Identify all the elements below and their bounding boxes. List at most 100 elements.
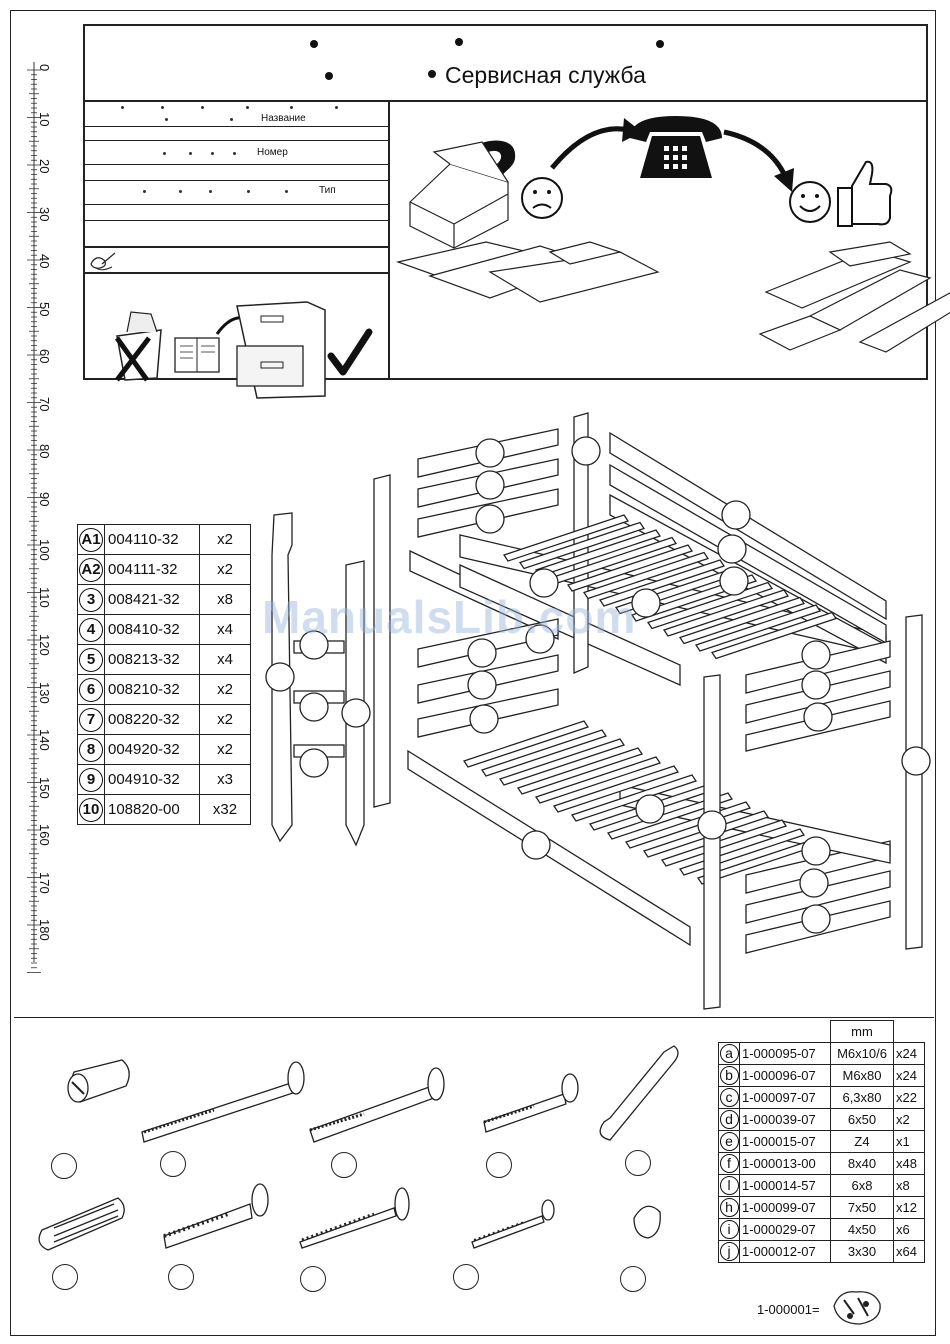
hardware-letter-badge: c bbox=[719, 1088, 739, 1107]
part-callout-circle bbox=[697, 810, 727, 840]
allen-key-icon bbox=[599, 1045, 679, 1141]
part-callout-circle bbox=[799, 868, 829, 898]
ruler-label: 160 bbox=[37, 824, 52, 846]
name-field-label: Название bbox=[261, 113, 306, 124]
hardware-quantity: x2 bbox=[893, 1108, 925, 1131]
bed-slat bbox=[710, 611, 838, 660]
hardware-code: 1-000095-07 bbox=[739, 1042, 831, 1065]
bed-slat bbox=[518, 521, 646, 570]
ruler-label: 150 bbox=[37, 776, 52, 799]
hardware-quantity: x6 bbox=[893, 1218, 925, 1241]
hardware-size: 8x40 bbox=[830, 1152, 894, 1175]
hardware-size: 3x30 bbox=[830, 1240, 894, 1263]
part-indicator-f bbox=[52, 1264, 78, 1290]
bed-slat bbox=[606, 792, 734, 840]
type-field-label: Тип bbox=[319, 185, 336, 196]
part-indicator-a bbox=[51, 1153, 77, 1179]
part-code: 004920-32 bbox=[104, 734, 200, 765]
hardware-size: 4x50 bbox=[830, 1218, 894, 1241]
ruler-label: 0 bbox=[37, 64, 52, 72]
hardware-quantity: x22 bbox=[893, 1086, 925, 1109]
ruler-label: 100 bbox=[37, 539, 52, 561]
part-callout-circle bbox=[475, 504, 505, 534]
part-indicator-d bbox=[486, 1152, 512, 1178]
hardware-quantity: x48 bbox=[893, 1152, 925, 1175]
part-callout-circle bbox=[467, 670, 497, 700]
part-indicator-c bbox=[331, 1152, 357, 1178]
bed-slat bbox=[462, 720, 590, 768]
hardware-letter-badge: b bbox=[719, 1066, 739, 1085]
part-indicator-l bbox=[620, 1266, 646, 1292]
part-quantity: x8 bbox=[199, 584, 251, 615]
part-callout-circle bbox=[801, 640, 831, 670]
part-callout-circle bbox=[299, 748, 329, 778]
manual-booklet-icon bbox=[174, 337, 220, 373]
hardware-code: 1-000029-07 bbox=[739, 1218, 831, 1241]
ruler-label: 140 bbox=[37, 729, 52, 751]
hardware-code: 1-000012-07 bbox=[739, 1240, 831, 1263]
part-callout-circle bbox=[529, 568, 559, 598]
part-callout-circle bbox=[299, 630, 329, 660]
part-quantity: x2 bbox=[199, 554, 251, 585]
part-callout-circle bbox=[341, 698, 371, 728]
part-callout-circle bbox=[631, 588, 661, 618]
bed-slat bbox=[570, 774, 698, 822]
trash-bin-icon bbox=[114, 311, 162, 382]
bed-slat bbox=[646, 581, 774, 630]
hardware-quantity: x8 bbox=[893, 1174, 925, 1197]
hardware-code: 1-000039-07 bbox=[739, 1108, 831, 1131]
part-quantity: x2 bbox=[199, 524, 251, 555]
part-number-badge: 5 bbox=[79, 647, 103, 672]
part-indicator-h bbox=[168, 1264, 194, 1290]
hardware-code: 1-000099-07 bbox=[739, 1196, 831, 1219]
unit-header: mm bbox=[830, 1020, 894, 1043]
part-code: 004910-32 bbox=[104, 764, 200, 795]
hardware-letter-badge: f bbox=[719, 1154, 739, 1173]
part-callout-circle bbox=[801, 904, 831, 934]
part-callout-circle bbox=[719, 566, 749, 596]
file-cabinet-icon bbox=[236, 301, 326, 399]
part-callout-circle bbox=[475, 438, 505, 468]
part-callout-circle bbox=[467, 638, 497, 668]
product-info-form: Название Номер Тип bbox=[85, 100, 390, 399]
ruler-label: 10 bbox=[37, 111, 52, 126]
bed-slat bbox=[660, 819, 788, 867]
bed-slat bbox=[552, 765, 680, 813]
ruler-label: 30 bbox=[37, 206, 52, 221]
part-number-badge: 4 bbox=[79, 617, 103, 642]
hardware-code: 1-000014-57 bbox=[739, 1174, 831, 1197]
keep-instructions-illustration bbox=[114, 301, 373, 399]
hardware-quantity: x24 bbox=[893, 1064, 925, 1087]
part-callout-circle bbox=[475, 470, 505, 500]
part-callout-circle bbox=[521, 830, 551, 860]
ruler-label: 80 bbox=[37, 444, 52, 459]
hardware-kit-code: 1-000001= bbox=[757, 1302, 820, 1317]
ruler-label: 130 bbox=[37, 681, 52, 704]
part-quantity: x2 bbox=[199, 704, 251, 735]
hardware-size: 7x50 bbox=[830, 1196, 894, 1219]
section-divider bbox=[14, 1017, 934, 1018]
hardware-size: M6x10/6 bbox=[830, 1042, 894, 1065]
part-code: 008421-32 bbox=[104, 584, 200, 615]
bed-slat bbox=[662, 589, 790, 637]
bed-slat bbox=[566, 544, 694, 592]
hardware-size: 6,3x80 bbox=[830, 1086, 894, 1109]
part-code: 004110-32 bbox=[104, 524, 200, 555]
hardware-letter-badge: l bbox=[719, 1176, 739, 1195]
telephone-icon bbox=[630, 116, 722, 178]
bed-slat bbox=[598, 559, 726, 607]
boards-ordered-icon bbox=[758, 241, 950, 353]
small-screw-icon bbox=[471, 1199, 555, 1249]
